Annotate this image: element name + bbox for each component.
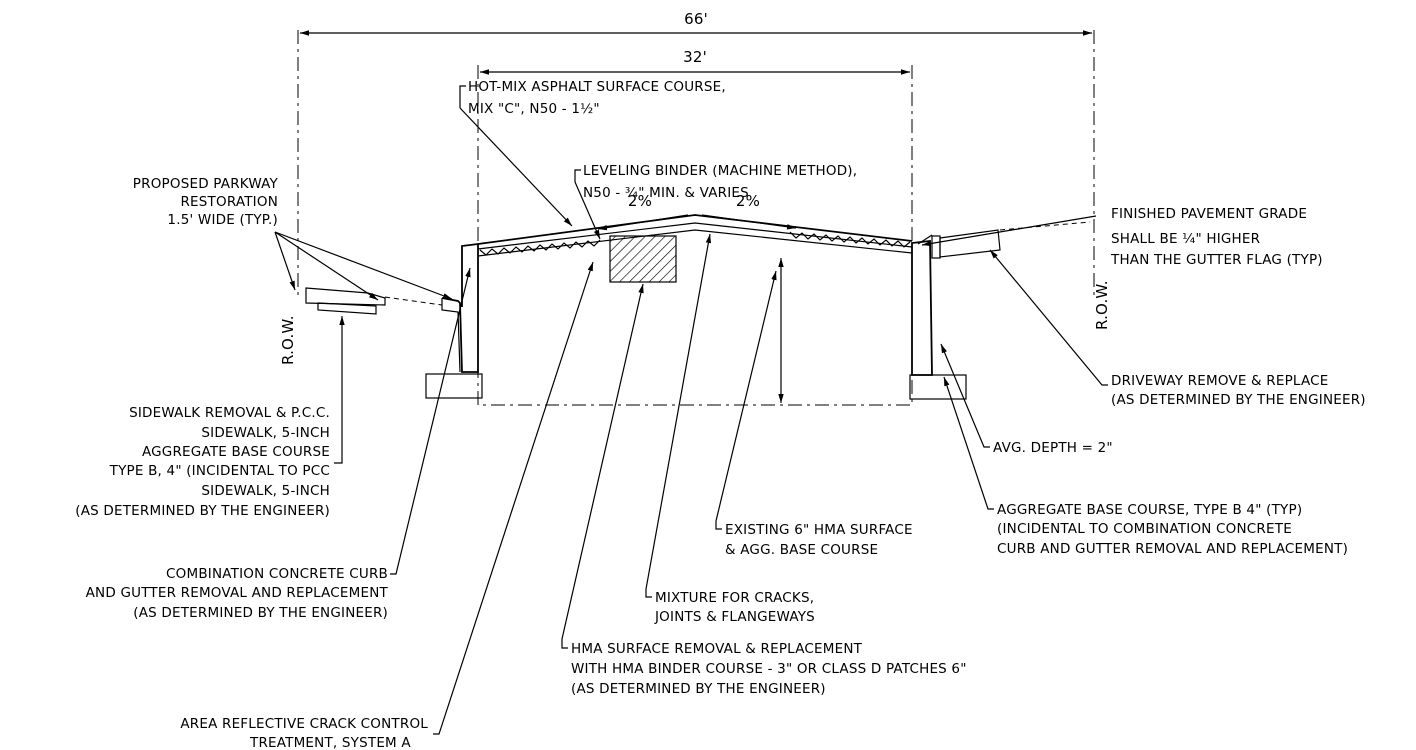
note-parkway-line: PROPOSED PARKWAY — [133, 176, 279, 192]
note-driveway: DRIVEWAY REMOVE & REPLACE (AS DETERMINED … — [1111, 373, 1366, 408]
note-hma-removal: HMA SURFACE REMOVAL & REPLACEMENT WITH HM… — [571, 641, 967, 697]
note-aggregate-line: AGGREGATE BASE COURSE, TYPE B 4" (TYP) — [997, 502, 1302, 518]
svg-text:AGGREGATE BASE COURSE, TYPE B: AGGREGATE BASE COURSE, TYPE B 4" (TYP) (I… — [997, 502, 1348, 557]
note-sidewalk-line: SIDEWALK, 5-INCH — [201, 483, 330, 499]
svg-text:SIDEWALK REMOVAL & P.C.C.SIDEW: SIDEWALK REMOVAL & P.C.C. SIDEWALK, 5-INC… — [75, 405, 330, 519]
note-aggregate-line: CURB AND GUTTER REMOVAL AND REPLACEMENT) — [997, 541, 1348, 557]
left-sidewalk — [305, 287, 443, 315]
note-mixture: MIXTURE FOR CRACKS, JOINTS & FLANGEWAYS — [654, 590, 815, 625]
note-finished-grade: FINISHED PAVEMENT GRADE SHALL BE ¼" HIGHE… — [1110, 206, 1323, 268]
note-hot-mix-line: HOT-MIX ASPHALT SURFACE COURSE, — [468, 79, 726, 95]
svg-text:LEVELING BINDER (MACHINE METHO: LEVELING BINDER (MACHINE METHOD), N50 - ¾… — [583, 163, 857, 201]
note-sidewalk-line: SIDEWALK, 5-INCH — [201, 425, 330, 441]
note-existing-line: & AGG. BASE COURSE — [725, 542, 878, 558]
right-driveway — [939, 221, 1091, 258]
right-curb-gutter — [909, 234, 967, 400]
dimension-66ft-label: 66' — [684, 10, 708, 28]
note-existing-line: EXISTING 6" HMA SURFACE — [725, 522, 913, 538]
note-hma-removal-line: HMA SURFACE REMOVAL & REPLACEMENT — [571, 641, 863, 657]
slope-right-label: 2% — [736, 192, 760, 210]
note-mixture-line: JOINTS & FLANGEWAYS — [654, 609, 815, 625]
note-sidewalk-line: TYPE B, 4" (INCIDENTAL TO PCC — [109, 463, 330, 479]
note-sidewalk-line: (AS DETERMINED BY THE ENGINEER) — [75, 503, 330, 519]
note-driveway-line: DRIVEWAY REMOVE & REPLACE — [1111, 373, 1329, 389]
svg-text:MIXTURE FOR CRACKS,JOINTS & FL: MIXTURE FOR CRACKS, JOINTS & FLANGEWAYS — [654, 590, 815, 625]
note-finished-grade-line: THAN THE GUTTER FLAG (TYP) — [1110, 252, 1323, 268]
dimension-32ft: 32' — [477, 48, 913, 250]
note-crack-control-line: TREATMENT, SYSTEM A — [249, 735, 411, 750]
note-sidewalk-line: AGGREGATE BASE COURSE — [142, 444, 330, 460]
row-label-left: R.O.W. — [279, 315, 297, 365]
note-avg-depth: AVG. DEPTH = 2" — [993, 440, 1113, 456]
slope-right: 2% — [701, 192, 797, 230]
note-mixture-line: MIXTURE FOR CRACKS, — [655, 590, 814, 606]
pavement-section — [477, 214, 913, 406]
slope-left: 2% — [597, 192, 689, 231]
note-hot-mix: HOT-MIX ASPHALT SURFACE COURSE, MIX "C", … — [468, 79, 726, 117]
svg-text:DRIVEWAY REMOVE & REPLACE(AS D: DRIVEWAY REMOVE & REPLACE (AS DETERMINED … — [1111, 373, 1366, 408]
note-driveway-line: (AS DETERMINED BY THE ENGINEER) — [1111, 392, 1366, 408]
note-hma-removal-line: (AS DETERMINED BY THE ENGINEER) — [571, 681, 826, 697]
note-aggregate: AGGREGATE BASE COURSE, TYPE B 4" (TYP) (I… — [997, 502, 1348, 557]
note-curb-line: (AS DETERMINED BY THE ENGINEER) — [133, 605, 388, 621]
note-existing: EXISTING 6" HMA SURFACE & AGG. BASE COURS… — [725, 522, 913, 558]
dimension-32ft-label: 32' — [683, 48, 707, 66]
svg-text:HOT-MIX ASPHALT SURFACE COURSE: HOT-MIX ASPHALT SURFACE COURSE, MIX "C", … — [468, 79, 726, 117]
note-finished-grade-line: SHALL BE ¼" HIGHER — [1111, 231, 1260, 247]
note-parkway-line: RESTORATION — [180, 194, 278, 210]
note-avg-depth-line: AVG. DEPTH = 2" — [993, 440, 1113, 456]
note-curb-line: AND GUTTER REMOVAL AND REPLACEMENT — [86, 585, 389, 601]
note-crack-control: AREA REFLECTIVE CRACK CONTROL TREATMENT, … — [180, 716, 428, 750]
note-aggregate-line: (INCIDENTAL TO COMBINATION CONCRETE — [997, 521, 1292, 537]
note-hot-mix-line: MIX "C", N50 - 1½" — [468, 101, 600, 117]
note-curb: COMBINATION CONCRETE CURB AND GUTTER REMO… — [86, 566, 389, 621]
note-leveling-line: N50 - ¾" MIN. & VARIES — [583, 185, 749, 201]
note-parkway-line: 1.5' WIDE (TYP.) — [167, 212, 278, 228]
note-crack-control-line: AREA REFLECTIVE CRACK CONTROL — [180, 716, 428, 732]
note-finished-grade-line: FINISHED PAVEMENT GRADE — [1111, 206, 1307, 222]
note-parkway: PROPOSED PARKWAY RESTORATION 1.5' WIDE (TY… — [133, 176, 279, 228]
dimension-66ft: 66' — [297, 10, 1095, 300]
row-label-right: R.O.W. — [1093, 280, 1111, 330]
slope-left-label: 2% — [628, 192, 652, 210]
note-sidewalk-line: SIDEWALK REMOVAL & P.C.C. — [129, 405, 330, 421]
left-curb-gutter — [425, 242, 483, 399]
leader-lines — [274, 85, 1108, 735]
note-leveling-line: LEVELING BINDER (MACHINE METHOD), — [583, 163, 857, 179]
svg-text:HMA SURFACE REMOVAL & REPLACEM: HMA SURFACE REMOVAL & REPLACEMENT WITH HM… — [571, 641, 967, 697]
note-curb-line: COMBINATION CONCRETE CURB — [166, 566, 388, 582]
note-leveling: LEVELING BINDER (MACHINE METHOD), N50 - ¾… — [583, 163, 857, 201]
svg-text:EXISTING 6" HMA SURFACE& AGG.: EXISTING 6" HMA SURFACE & AGG. BASE COURS… — [725, 522, 913, 558]
note-hma-removal-line: WITH HMA BINDER COURSE - 3" OR CLASS D P… — [571, 661, 967, 677]
note-sidewalk: SIDEWALK REMOVAL & P.C.C. SIDEWALK, 5-INC… — [75, 405, 330, 519]
